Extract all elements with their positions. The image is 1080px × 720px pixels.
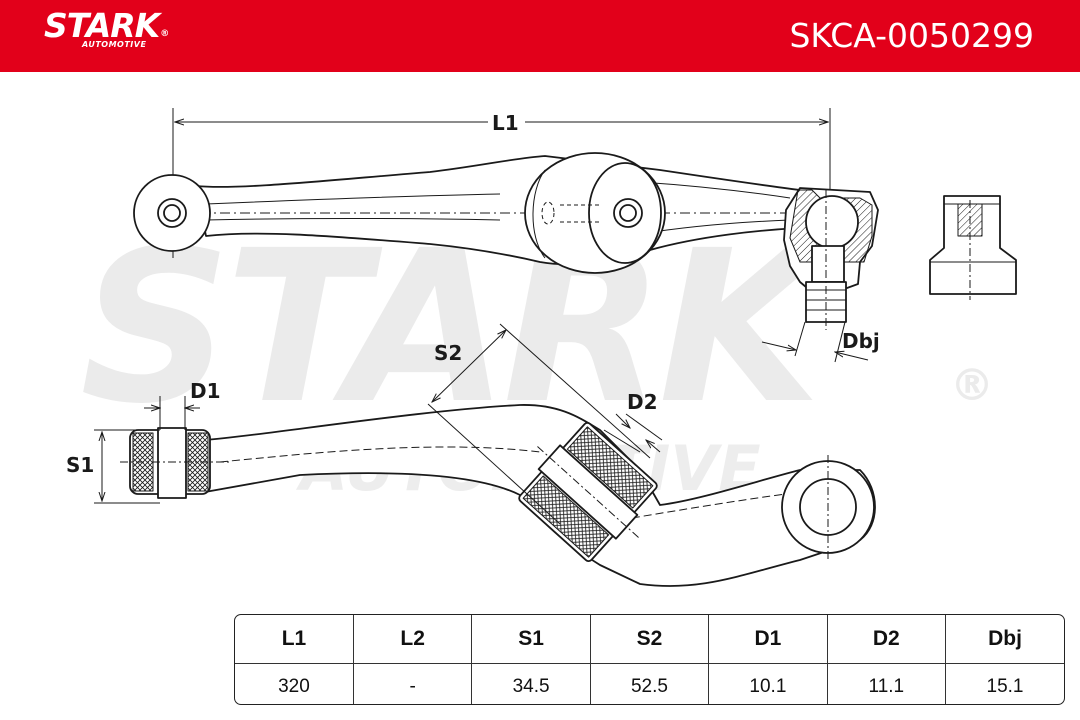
header-bar: STARK® AUTOMOTIVE SKCA-0050299 (0, 0, 1080, 72)
ball-joint (783, 187, 879, 330)
dust-boot (929, 195, 1017, 300)
part-number: SKCA-0050299 (789, 16, 1034, 55)
center-bushing-housing (524, 152, 666, 274)
spec-value-s1: 34.5 (471, 663, 591, 704)
label-dbj: Dbj (842, 329, 880, 353)
top-view (133, 108, 1017, 363)
spec-value-row: 320 - 34.5 52.5 10.1 11.1 15.1 (235, 663, 1064, 704)
label-d2: D2 (627, 390, 658, 414)
technical-drawing: STARK AUTOMOTIVE ® (66, 108, 1017, 587)
label-d1: D1 (190, 379, 221, 403)
spec-value-s2: 52.5 (590, 663, 710, 704)
spec-header-row: L1 L2 S1 S2 D1 D2 Dbj (235, 615, 1064, 664)
spec-value-d2: 11.1 (827, 663, 947, 704)
brand-logo: STARK® AUTOMOTIVE (44, 6, 169, 50)
spec-value-l2: - (353, 663, 473, 704)
dimension-s2 (427, 323, 651, 525)
side-view (94, 323, 876, 587)
side-left-bushing (120, 427, 230, 499)
dimension-s1 (94, 429, 160, 504)
spec-header-s1: S1 (471, 615, 591, 664)
brand-subtitle: AUTOMOTIVE (82, 40, 147, 49)
label-l1: L1 (492, 111, 519, 135)
spec-table: L1 L2 S1 S2 D1 D2 Dbj 320 - 34.5 52.5 10… (234, 614, 1065, 705)
spec-header-l1: L1 (235, 615, 354, 664)
spec-value-l1: 320 (235, 663, 354, 704)
spec-value-dbj: 15.1 (986, 675, 1024, 697)
watermark-registered-mark: ® (950, 360, 994, 411)
dimension-dbj (761, 321, 869, 363)
side-center-bushing (518, 421, 658, 563)
label-s1: S1 (66, 453, 94, 477)
spec-header-l2: L2 (353, 615, 473, 664)
brand-name: STARK (44, 6, 160, 45)
spec-header-d2: D2 (827, 615, 947, 664)
brand-registered-mark: ® (160, 29, 169, 39)
spec-header-d1: D1 (708, 615, 828, 664)
left-bushing-eye (133, 174, 211, 252)
spec-header-dbj: Dbj (945, 615, 1064, 664)
dimension-d1 (144, 396, 200, 430)
spec-header-s2: S2 (590, 615, 710, 664)
spec-value-d1: 10.1 (708, 663, 828, 704)
label-s2: S2 (434, 341, 462, 365)
dimension-d2 (603, 413, 663, 453)
